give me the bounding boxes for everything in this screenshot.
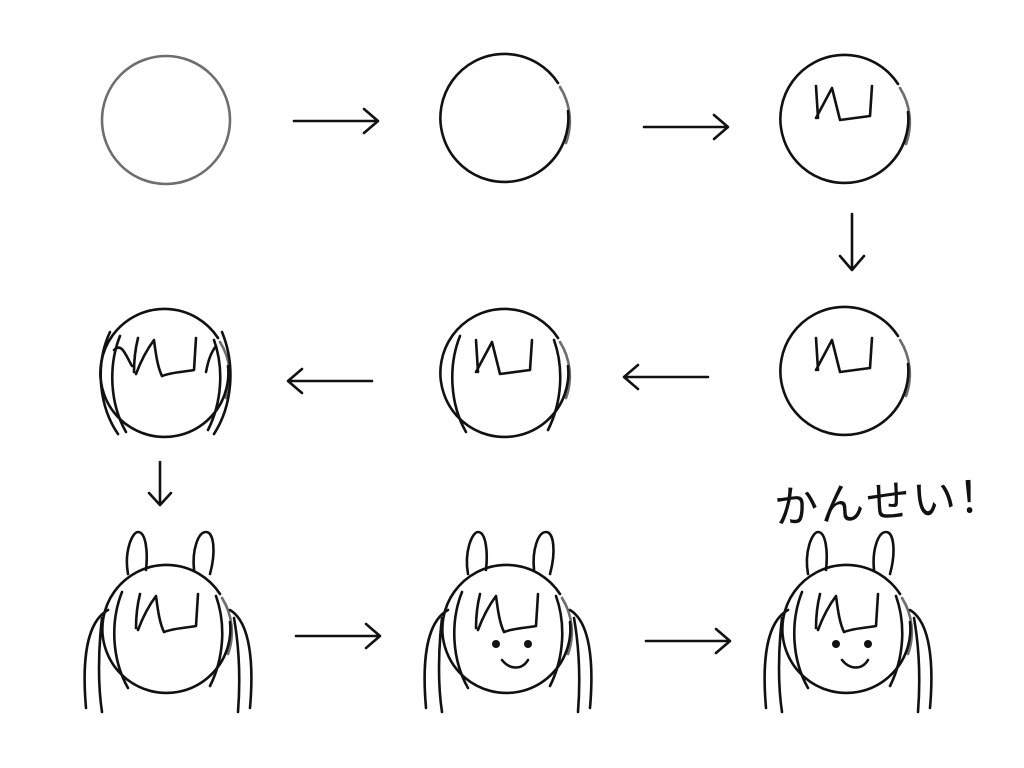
arrow-right-4 [644, 627, 732, 655]
step-4-bangs-refined [779, 305, 912, 437]
step-1-circle-guide [100, 54, 232, 186]
arrow-left-1 [622, 363, 710, 391]
arrow-right-2 [642, 113, 730, 141]
step-6-outer-hair [99, 307, 232, 439]
arrow-left-2 [286, 367, 374, 395]
step-9-complete [763, 530, 933, 714]
step-8-face [423, 530, 593, 714]
step-3-bangs [779, 53, 912, 185]
step-2-circle-inked [439, 52, 572, 184]
arrow-right-1 [292, 107, 380, 135]
completion-caption: かんせい！ [772, 470, 1006, 534]
arrow-down-2 [147, 460, 173, 507]
step-7-ears-and-tails [83, 530, 253, 714]
arrow-down-1 [838, 212, 866, 272]
step-5-side-hair [439, 307, 572, 439]
arrow-right-3 [294, 622, 382, 650]
